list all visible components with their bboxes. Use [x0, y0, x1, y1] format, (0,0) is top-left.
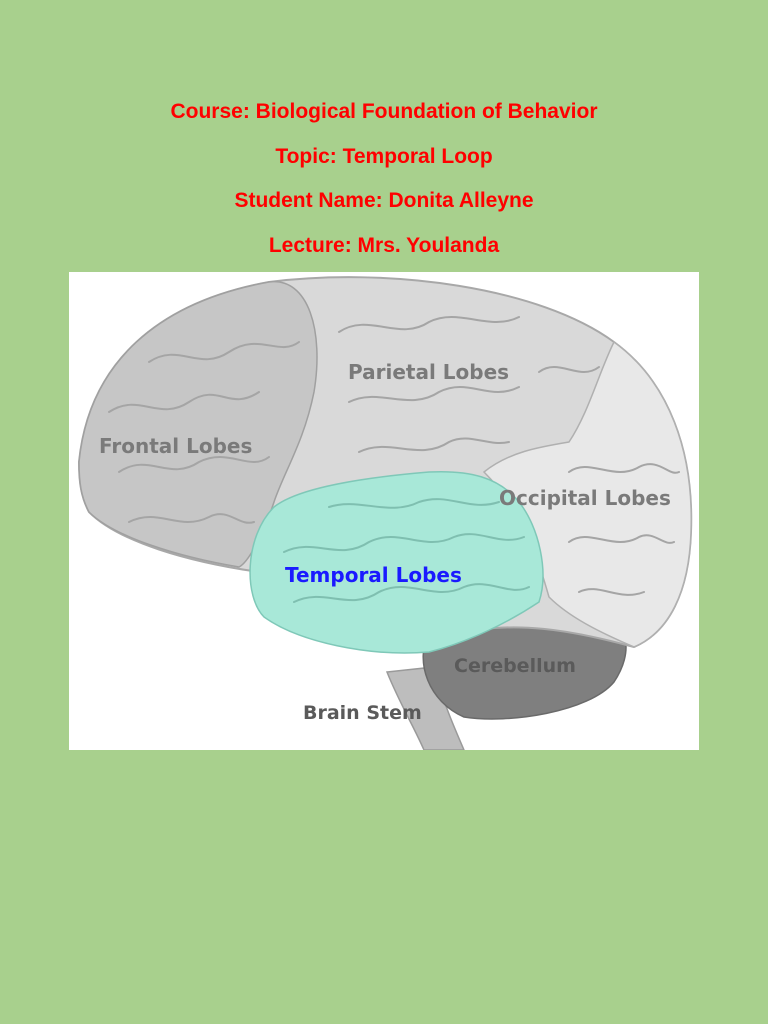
brain-stem-label: Brain Stem	[303, 702, 422, 724]
student-name-line: Student Name: Donita Alleyne	[234, 189, 534, 212]
brain-illustration: Frontal Lobes Parietal Lobes Occipital L…	[77, 276, 693, 750]
frontal-lobes-label: Frontal Lobes	[99, 434, 252, 458]
cerebellum-label: Cerebellum	[454, 655, 576, 677]
lecture-line: Lecture: Mrs. Youlanda	[268, 233, 500, 257]
parietal-lobes-label: Parietal Lobes	[348, 360, 509, 384]
brain-diagram: Frontal Lobes Parietal Lobes Occipital L…	[69, 272, 699, 750]
temporal-lobe-shape	[249, 470, 544, 654]
course-line: Course: Biological Foundation of Behavio…	[170, 100, 598, 123]
topic-line: Topic: Temporal Loop	[275, 144, 493, 168]
occipital-lobes-label: Occipital Lobes	[499, 486, 671, 510]
frontal-lobe-shape	[78, 281, 318, 568]
gyri-folds	[108, 316, 680, 596]
temporal-folds	[283, 498, 530, 603]
occipital-lobe-shape	[482, 340, 692, 648]
document-header: Course: Biological Foundation of Behavio…	[0, 90, 768, 268]
temporal-lobes-label: Temporal Lobes	[285, 563, 462, 587]
